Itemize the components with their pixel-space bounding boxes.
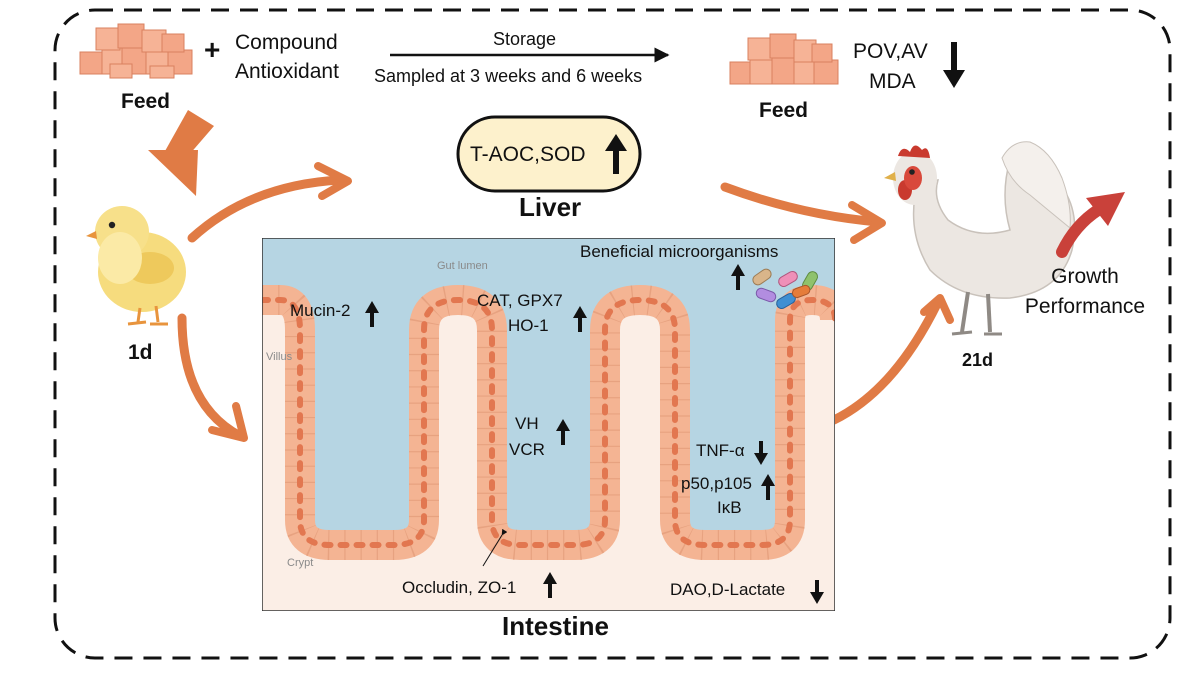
intestine-title: Intestine — [502, 611, 609, 641]
chick-icon — [86, 206, 186, 326]
bacteria-icon — [752, 268, 818, 309]
intestine-to-hen-arrow — [829, 297, 943, 425]
vh-up-arrow — [556, 419, 570, 445]
hen-icon — [884, 141, 1076, 336]
dao-label: DAO,D-Lactate — [670, 580, 786, 599]
ho1-label: HO-1 — [508, 316, 549, 335]
arrowhead — [314, 162, 352, 200]
intestine-panel — [262, 238, 835, 611]
feed-label: Feed — [121, 90, 171, 113]
dashed-frame — [53, 8, 1172, 660]
villus-label: Villus — [266, 351, 293, 363]
occludin-pointer — [482, 528, 508, 567]
liver-title: Liver — [519, 192, 582, 222]
chick-age: 1d — [128, 341, 153, 364]
arrowhead — [848, 201, 886, 244]
hen-age: 21d — [962, 350, 994, 370]
feed-label-right: Feed — [759, 99, 809, 122]
beneficial-up-arrow — [731, 264, 745, 290]
chick-to-intestine-arrow — [177, 313, 245, 441]
plus-sign: + — [204, 34, 221, 65]
vcr-label: VCR — [509, 440, 545, 459]
liver-markers: T-AOC,SOD — [470, 143, 586, 166]
growth-up-arrow — [1056, 192, 1125, 258]
feed-pellets-stored-icon — [729, 33, 839, 85]
arrowhead — [920, 294, 954, 324]
feed-to-chick-arrow — [148, 110, 214, 196]
storage-label: Storage — [493, 29, 557, 49]
occludin-label: Occludin, ZO-1 — [402, 578, 517, 597]
ikb-label: IκB — [717, 498, 742, 517]
liver-up-arrow — [605, 134, 627, 174]
p50-label: p50,p105 — [681, 474, 752, 493]
dao-down-arrow — [810, 580, 824, 604]
beneficial-label: Beneficial microorganisms — [580, 242, 779, 261]
tnf-down-arrow — [754, 441, 768, 465]
mucin-up-arrow — [365, 301, 379, 327]
antioxidant-label: Antioxidant — [235, 60, 339, 83]
liver-marker-box — [456, 115, 642, 193]
gut-lumen-area — [262, 238, 835, 545]
pov-av-label: POV,AV — [853, 40, 928, 63]
growth-label-1: Growth — [1051, 265, 1119, 288]
gut-lumen-label: Gut lumen — [437, 260, 488, 272]
feed-pellets-icon — [79, 23, 193, 79]
growth-label-2: Performance — [1024, 295, 1146, 318]
crypt-label: Crypt — [287, 557, 314, 569]
liver-to-hen-arrow — [720, 182, 883, 227]
compound-label: Compound — [235, 31, 338, 54]
pov-down-arrow — [943, 42, 965, 88]
tnf-label: TNF-α — [696, 441, 745, 460]
mda-label: MDA — [869, 70, 916, 93]
vh-label: VH — [515, 414, 539, 433]
mucin-label: Mucin-2 — [290, 301, 351, 320]
p50-up-arrow — [761, 474, 775, 500]
occludin-up-arrow — [543, 572, 557, 598]
cat-up-arrow — [573, 306, 587, 332]
chick-to-liver-arrow — [187, 175, 345, 243]
cat-label: CAT, GPX7 — [477, 291, 563, 310]
sampled-label: Sampled at 3 weeks and 6 weeks — [374, 66, 643, 86]
arrowhead — [208, 402, 248, 442]
